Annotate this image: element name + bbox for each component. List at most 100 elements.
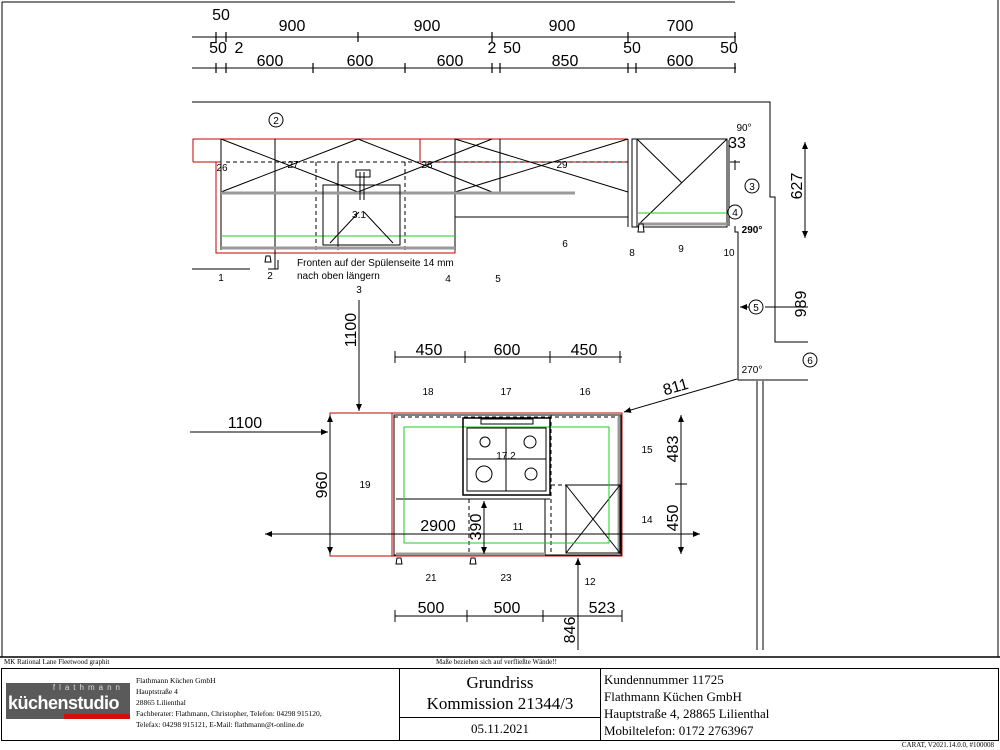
dim-text: 900: [414, 18, 441, 35]
item-label: 14: [641, 515, 653, 526]
logo-main-text: küchenstudio: [8, 693, 120, 713]
item-label: 19: [359, 480, 371, 491]
dim-text: 846: [562, 617, 579, 644]
top-dimension-lines: [192, 32, 736, 73]
dim-text: 500: [494, 600, 521, 617]
item-label: 28: [421, 160, 433, 171]
marker-label: 4: [732, 208, 738, 219]
marker-label: 5: [753, 303, 759, 314]
company-city: 28865 Lilienthal: [136, 698, 186, 707]
note-line-2: nach oben längern: [297, 271, 380, 282]
wall-markers: [268, 112, 818, 368]
item-label: 18: [422, 387, 434, 398]
item-label: 9: [678, 244, 684, 255]
item-label: 6: [562, 239, 568, 250]
item-labels: 26 27 28 29 3.1 1 2 3 4 5 6 8 9 10 18 17…: [216, 160, 735, 588]
item-label: 27: [287, 160, 299, 171]
dim-text: 50: [623, 40, 641, 57]
floor-plan: 50 900 900 900 700 50 2 600 600 600 2 50…: [0, 0, 1000, 658]
company-name: Flathmann Küchen GmbH: [136, 676, 216, 685]
item-label: 3: [356, 285, 362, 296]
wall-marker-labels: 2 3 4 5 6: [273, 116, 813, 367]
top-dimension-row-1: 50 900 900 900 700: [212, 7, 693, 35]
dim-text: 900: [549, 18, 576, 35]
dim-text: 50: [503, 40, 521, 57]
walls: [192, 101, 808, 650]
dim-text: 1100: [343, 313, 360, 348]
dim-text: 450: [416, 342, 443, 359]
item-label: 21: [425, 573, 437, 584]
dim-text: 960: [314, 472, 331, 499]
company-contact: Telefax: 04298 915121, E-Mail: flathmann…: [136, 720, 305, 729]
note-line-1: Fronten auf der Spülenseite 14 mm: [297, 258, 454, 269]
tall-cabinet: [631, 138, 730, 228]
drawing-title: Grundriss: [466, 673, 534, 692]
customer-company: Flathmann Küchen GmbH: [604, 689, 742, 704]
dim-text: 50: [212, 7, 230, 24]
dim-text: 700: [667, 18, 694, 35]
drawing-frame: [1, 0, 999, 657]
feet-markers: [264, 223, 645, 565]
item-label: 3.1: [352, 210, 366, 221]
logo: flathmann küchenstudio: [6, 683, 130, 719]
company-street: Hauptstraße 4: [136, 687, 178, 696]
dim-text: 523: [589, 600, 616, 617]
wall-cabinets: [192, 138, 629, 269]
dim-text: 900: [279, 18, 306, 35]
dim-text: 483: [665, 436, 682, 463]
item-label: 11: [513, 522, 524, 533]
item-label: 26: [216, 163, 228, 174]
dim-text: 600: [494, 342, 521, 359]
software-version: CARAT, V2021.14.0.0, #100008: [901, 741, 994, 749]
walls-note: Maße beziehen sich auf verfließte Wände!…: [436, 658, 557, 666]
dim-text: 2900: [420, 518, 456, 535]
item-label: 5: [495, 274, 501, 285]
dim-text: 811: [661, 376, 690, 399]
angle-text: 290°: [742, 225, 763, 236]
company-advisor: Fachberater: Flathmann, Christopher, Tel…: [136, 709, 322, 718]
item-label: 17: [500, 387, 512, 398]
dim-text: 600: [667, 53, 694, 70]
item-label: 1: [218, 273, 224, 284]
dim-text: 2: [235, 40, 244, 57]
commission-number: Kommission 21344/3: [426, 694, 574, 713]
item-label: 12: [584, 577, 596, 588]
marker-label: 3: [749, 182, 755, 193]
logo-red-swoosh: [64, 714, 130, 719]
item-label: 15: [641, 445, 653, 456]
material-note: MK Rational Lane Fleetwood graphit: [4, 658, 110, 666]
dim-text: 450: [571, 342, 598, 359]
dim-text: 2: [488, 40, 497, 57]
dim-text: 989: [793, 291, 810, 318]
dim-text: 500: [418, 600, 445, 617]
dim-text: 1100: [228, 415, 263, 432]
cooktop: [462, 417, 551, 496]
item-label: 23: [500, 573, 512, 584]
dimension-lines: [190, 142, 808, 650]
item-label: 8: [629, 248, 635, 259]
dim-text: 850: [552, 53, 579, 70]
dimension-texts: 450 600 450 500 500 523 1100 1100 960 29…: [228, 123, 810, 643]
dim-text: 627: [789, 173, 806, 200]
dim-text: 33: [728, 135, 746, 152]
dim-text: 600: [257, 53, 284, 70]
item-label: 10: [723, 248, 735, 259]
top-dimension-row-2: 50 2 600 600 600 2 50 850 50 600 50: [209, 40, 738, 70]
dim-text: 390: [468, 514, 485, 541]
customer-info: Kundennummer 11725 Flathmann Küchen GmbH…: [604, 671, 769, 739]
item-label: 17.2: [496, 451, 516, 462]
company-info: Flathmann Küchen GmbH Hauptstraße 4 2886…: [136, 675, 322, 730]
dim-text: 50: [209, 40, 227, 57]
customer-phone: Mobiltelefon: 0172 2763967: [604, 723, 754, 738]
item-label: 4: [445, 274, 451, 285]
logo-top-text: flathmann: [52, 683, 124, 692]
dim-text: 50: [720, 40, 738, 57]
marker-label: 2: [273, 116, 279, 127]
drawing-date: 05.11.2021: [400, 717, 600, 737]
dim-text: 600: [437, 53, 464, 70]
title-cell: Grundriss Kommission 21344/3 05.11.2021: [399, 669, 601, 740]
customer-number: Kundennummer 11725: [604, 672, 724, 687]
item-label: 16: [579, 387, 591, 398]
marker-label: 6: [807, 356, 813, 367]
dim-text: 600: [347, 53, 374, 70]
